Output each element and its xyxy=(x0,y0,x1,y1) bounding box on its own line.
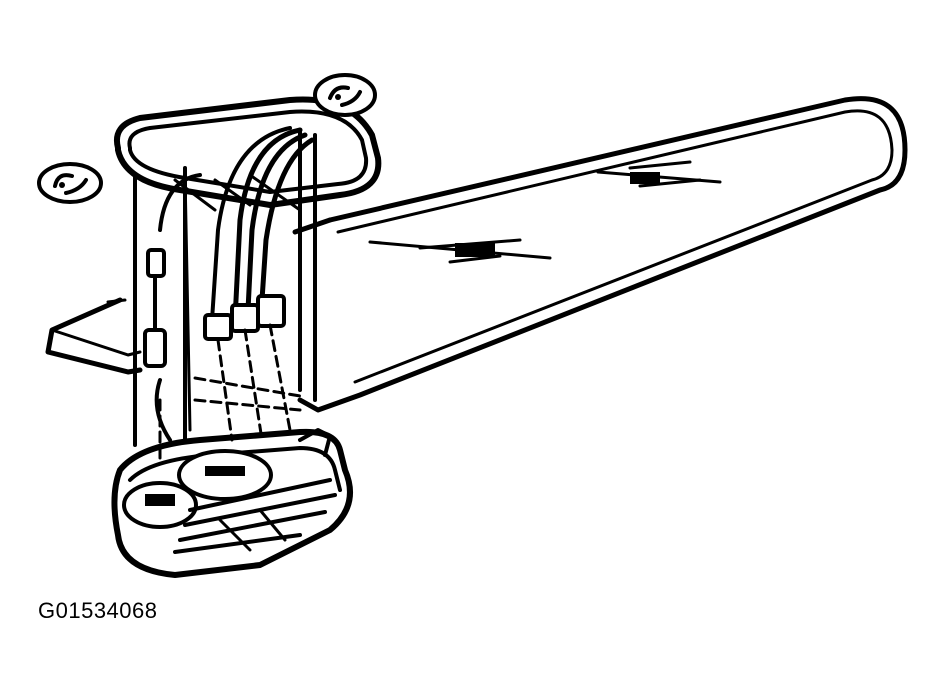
wire-harness xyxy=(153,126,315,442)
wire-connectors xyxy=(143,248,286,368)
connector-center-1 xyxy=(203,313,233,341)
dome-lamp-base xyxy=(111,428,353,578)
connector-center-3 xyxy=(256,294,286,328)
retaining-clip-left xyxy=(37,162,103,204)
figure-id-label: G01534068 xyxy=(38,598,158,623)
lamp-housing xyxy=(133,128,317,447)
assembly-guide-lines xyxy=(158,323,302,462)
connector-upper-left xyxy=(146,248,166,278)
connector-lower-left xyxy=(143,328,167,368)
retaining-clip-right xyxy=(313,73,377,117)
connector-center-2 xyxy=(230,303,260,333)
headliner-panel xyxy=(45,96,908,413)
headliner-fastener-symbol xyxy=(596,160,722,188)
headliner-fastener-symbol xyxy=(368,238,552,264)
